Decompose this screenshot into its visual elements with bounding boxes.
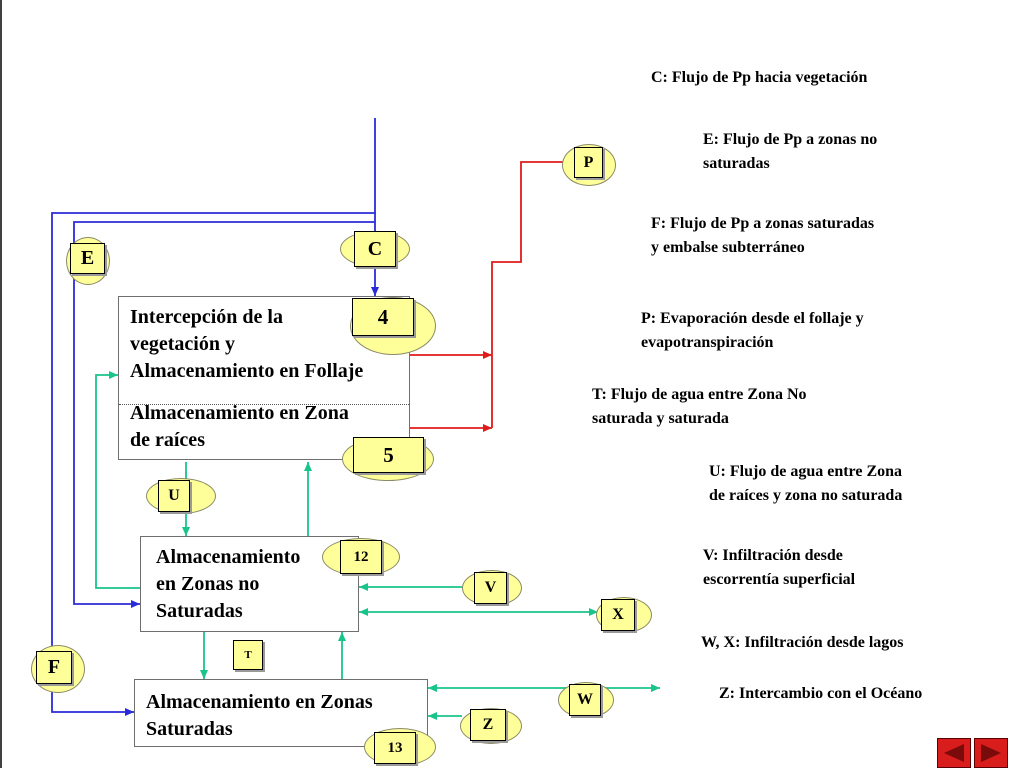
flow-f-tag: F [36,651,72,684]
interception-line-1: Intercepción de la [130,306,283,328]
legend-e: E: Flujo de Pp a zonas no saturadas [703,128,877,176]
legend-v-line-2: escorrentía superficial [703,571,856,588]
node-12-tag: 12 [340,540,382,574]
legend-v: V: Infiltración desde escorrentía superf… [703,544,855,592]
node-4-text: 4 [377,304,389,329]
return-roots-line [95,371,140,589]
saturated-label: Almacenamiento en Zonas Saturadas [146,689,373,743]
legend-p-line-2: evapotranspiración [641,334,774,351]
flow-t-tag: T [233,640,263,670]
legend-e-line-1: E: Flujo de Pp a zonas no [703,131,878,148]
flow-u-text: U [168,487,180,504]
flow-p-text: P [583,153,594,171]
interception-label: Intercepción de la vegetación y Almacena… [130,304,363,385]
legend-t: T: Flujo de agua entre Zona No saturada … [592,383,807,431]
legend-z: Z: Intercambio con el Océano [719,682,922,706]
flow-e-line [73,221,375,608]
flow-f-text: F [47,656,61,678]
box-divider [119,404,409,405]
node-5-tag: 5 [353,437,424,473]
interception-line-2: vegetación y [130,333,235,355]
flow-c-text: C [367,237,383,260]
legend-u: U: Flujo de agua entre Zona de raíces y … [709,460,902,508]
node-13-tag: 13 [374,732,416,764]
legend-t-line-2: saturada y saturada [592,410,729,427]
flow-c-tag: C [354,231,396,267]
flow-w-tag: W [569,684,601,716]
interception-line-3: Almacenamiento en Follaje [130,360,364,382]
saturated-line-2: Saturadas [146,718,233,740]
flow-x-text: X [612,606,624,623]
flow-t-text: T [244,649,252,661]
legend-z-text: Z: Intercambio con el Océano [719,685,923,702]
legend-p-line-1: P: Evaporación desde el follaje y [641,310,864,327]
flow-w-text: W [577,691,593,708]
saturated-box [134,679,428,747]
legend-t-line-1: T: Flujo de agua entre Zona No [592,386,807,403]
previous-slide-button[interactable] [937,738,971,768]
legend-e-line-2: saturadas [703,155,770,172]
arrow-right-icon [981,744,1001,762]
next-slide-button[interactable] [974,738,1008,768]
legend-wx-text: W, X: Infiltración desde lagos [701,634,904,651]
flow-x-tag: X [601,599,635,631]
legend-u-line-2: de raíces y zona no saturada [709,487,903,504]
legend-c: C: Flujo de Pp hacia vegetación [651,66,867,90]
flow-u-tag: U [158,480,190,512]
legend-f-line-2: y embalse subterráneo [651,239,805,256]
flow-f-line [51,118,376,716]
node-13-text: 13 [387,739,403,756]
legend-wx: W, X: Infiltración desde lagos [701,631,904,655]
node-4-tag: 4 [352,298,414,336]
roots-line-1: Almacenamiento en Zona [130,402,349,424]
flow-v-text: V [484,579,497,596]
legend-f: F: Flujo de Pp a zonas saturadas y embal… [651,212,874,260]
unsaturated-line-3: Saturadas [156,600,243,622]
saturated-line-1: Almacenamiento en Zonas [146,691,373,713]
arrow-left-icon [944,744,964,762]
flow-v-tag: V [474,572,507,604]
flow-e-text: E [80,247,95,269]
legend-u-line-1: U: Flujo de agua entre Zona [709,463,903,480]
flow-e-tag: E [70,243,105,274]
node-5-text: 5 [383,442,394,467]
flow-z-text: Z [482,716,494,733]
flow-p-tag: P [574,147,603,178]
legend-v-line-1: V: Infiltración desde [703,547,843,564]
flow-z-tag: Z [470,709,506,741]
legend-p: P: Evaporación desde el follaje y evapot… [641,307,864,355]
node-12-text: 12 [353,548,369,565]
evaporation-flows [408,161,578,432]
roots-label: Almacenamiento en Zona de raíces [130,400,349,454]
exchange-flows [95,371,660,720]
unsaturated-line-2: en Zonas no [156,573,260,595]
unsaturated-line-1: Almacenamiento [156,546,301,568]
unsaturated-label: Almacenamiento en Zonas no Saturadas [156,544,300,625]
roots-line-2: de raíces [130,429,205,451]
legend-c-text: C: Flujo de Pp hacia vegetación [651,69,868,86]
flow-p-line [491,161,578,428]
legend-f-line-1: F: Flujo de Pp a zonas saturadas [651,215,875,232]
